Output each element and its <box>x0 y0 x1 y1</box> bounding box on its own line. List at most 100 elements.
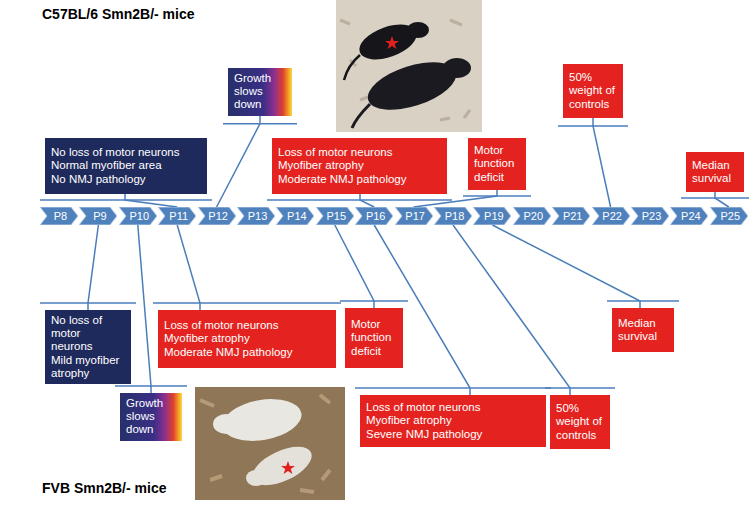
day-chevron: P25 <box>710 207 748 225</box>
timeline-rule <box>545 387 615 389</box>
normal-box: No loss of motor neuronsMild myofiber at… <box>45 310 131 384</box>
leader-line <box>492 225 640 308</box>
box-text: Myofiber atrophy <box>366 414 540 427</box>
large-mouse-head <box>213 414 239 434</box>
small-mouse <box>247 439 318 493</box>
finding-box: Motor function deficit <box>468 138 526 190</box>
chevron-outline <box>513 207 551 225</box>
chevron-outline <box>710 207 748 225</box>
box-text: Median survival <box>618 317 668 343</box>
day-label: P21 <box>552 207 590 225</box>
chevron-outline <box>276 207 314 225</box>
box-text: No loss of motor neurons <box>51 146 201 159</box>
day-chevron: P21 <box>552 207 590 225</box>
day-chevron: P14 <box>276 207 314 225</box>
day-label: P19 <box>473 207 511 225</box>
day-label: P10 <box>119 207 157 225</box>
day-label: P23 <box>631 207 669 225</box>
chevron-outline <box>119 207 157 225</box>
black-mice-photo <box>336 0 482 132</box>
timeline-rule <box>607 300 679 302</box>
small-mouse-head <box>246 470 266 486</box>
asterisk-marker <box>281 461 295 474</box>
box-text: Motor function deficit <box>474 144 520 184</box>
box-text: Myofiber atrophy <box>278 159 441 172</box>
box-text: Moderate NMJ pathology <box>164 346 330 359</box>
day-label: P18 <box>434 207 472 225</box>
box-text: Loss of motor neurons <box>164 319 330 332</box>
photo-ground <box>336 0 482 132</box>
large-mouse-tail <box>352 104 370 128</box>
day-chevron: P8 <box>40 207 78 225</box>
photo-ground <box>195 387 345 500</box>
finding-box: Loss of motor neuronsMyofiber atrophyMod… <box>272 138 447 194</box>
chevron-outline <box>158 207 196 225</box>
day-chevron: P17 <box>395 207 433 225</box>
day-label: P13 <box>237 207 275 225</box>
chevron-outline <box>473 207 511 225</box>
box-text: No loss of motor neurons <box>51 314 125 354</box>
chevron-outline <box>670 207 708 225</box>
box-text: Growth slows down <box>126 397 176 437</box>
box-text: Myofiber atrophy <box>164 332 330 345</box>
day-label: P12 <box>198 207 236 225</box>
day-chevron: P16 <box>355 207 393 225</box>
finding-box: Median survival <box>686 152 744 192</box>
box-text: Mild myofiber atrophy <box>51 354 125 380</box>
box-text: Moderate NMJ pathology <box>278 173 441 186</box>
day-chevron: P10 <box>119 207 157 225</box>
growth-box: Growth slows down <box>228 68 292 116</box>
day-chevron: P24 <box>670 207 708 225</box>
small-mouse-head <box>407 22 429 38</box>
leader-line <box>177 225 200 310</box>
chevron-outline <box>40 207 78 225</box>
finding-box: Median survival <box>612 308 674 352</box>
leader-line <box>217 116 260 207</box>
chevron-outline <box>631 207 669 225</box>
leader-line <box>88 225 98 310</box>
box-text: Normal myofiber area <box>51 159 201 172</box>
day-chevron: P11 <box>158 207 196 225</box>
chevron-outline <box>198 207 236 225</box>
timeline-rule <box>153 302 341 304</box>
day-label: P11 <box>158 207 196 225</box>
finding-box: Motor function deficit <box>345 308 403 368</box>
leader-line <box>335 225 374 308</box>
finding-box: Loss of motor neuronsMyofiber atrophyMod… <box>158 310 336 368</box>
finding-box: 50% weight of controls <box>550 395 610 449</box>
leader-line <box>453 225 570 395</box>
leader-line <box>138 225 151 393</box>
finding-box: Loss of motor neuronsMyofiber atrophySev… <box>360 395 546 447</box>
white-mice-photo <box>195 387 345 500</box>
day-chevron: P18 <box>434 207 472 225</box>
growth-box: Growth slows down <box>120 393 182 441</box>
small-mouse-tail <box>344 55 360 80</box>
leader-line <box>125 194 177 207</box>
day-chevron: P13 <box>237 207 275 225</box>
day-chevron: P23 <box>631 207 669 225</box>
box-text: Median survival <box>692 159 738 185</box>
strain-label: FVB Smn2B/- mice <box>42 480 166 496</box>
box-text: No NMJ pathology <box>51 173 201 186</box>
day-chevron: P9 <box>79 207 117 225</box>
box-text: Motor function deficit <box>351 318 397 358</box>
timeline-rule <box>355 387 551 389</box>
day-chevron: P20 <box>513 207 551 225</box>
day-label: P15 <box>316 207 354 225</box>
day-chevron: P22 <box>592 207 630 225</box>
diagram-title: C57BL/6 Smn2B/- mice <box>42 6 195 22</box>
box-text: Growth slows down <box>234 72 286 112</box>
day-label: P24 <box>670 207 708 225</box>
box-text: Loss of motor neurons <box>366 401 540 414</box>
finding-box: 50% weight of controls <box>563 64 623 118</box>
box-text: 50% weight of controls <box>556 402 604 442</box>
day-chevron: P15 <box>316 207 354 225</box>
leader-line <box>715 192 729 207</box>
chevron-outline <box>395 207 433 225</box>
day-label: P9 <box>79 207 117 225</box>
box-text: Loss of motor neurons <box>278 146 441 159</box>
chevron-outline <box>355 207 393 225</box>
asterisk-marker <box>385 36 399 49</box>
chevron-outline <box>316 207 354 225</box>
